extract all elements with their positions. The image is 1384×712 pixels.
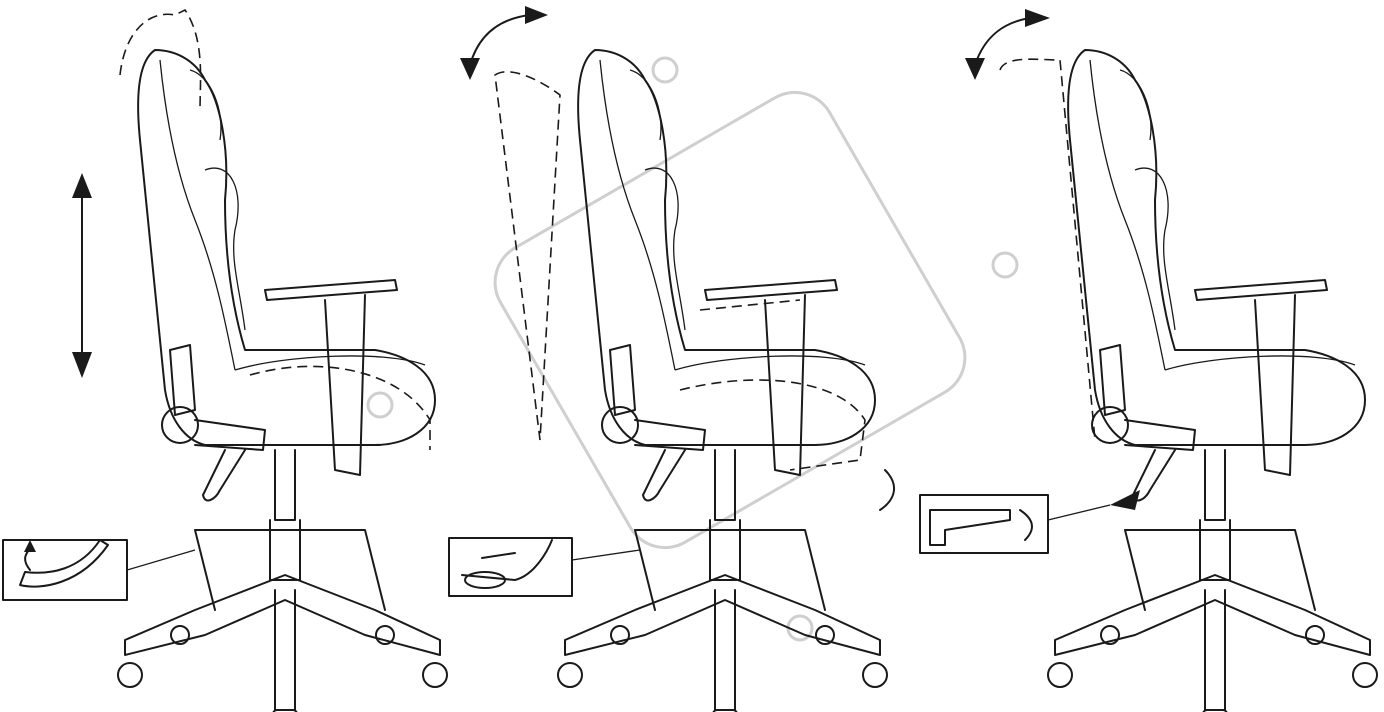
curved-arrow-icon [879,469,895,511]
curved-arrow-icon [460,6,548,80]
tilted-seat-outline [679,299,866,471]
panel-height-adjustment [2,8,448,712]
panel-backrest-recline [919,9,1378,712]
watermark [366,56,1019,642]
raised-seat-outline [249,365,431,450]
recline-lever-icon [919,490,1140,554]
curved-arrow-icon [965,9,1050,80]
chair-drawing [117,49,448,712]
gas-lift-lever-icon [2,539,196,601]
chair-drawing [1047,49,1378,712]
reclined-backrest-outline [999,58,1096,441]
chair-drawing [557,49,888,712]
panel-tilt-adjustment [448,6,895,712]
vertical-double-arrow-icon [72,173,92,378]
raised-headrest-outline [119,8,202,111]
tilt-lock-lever-icon [448,537,641,597]
tilted-backrest-outline [494,70,561,441]
